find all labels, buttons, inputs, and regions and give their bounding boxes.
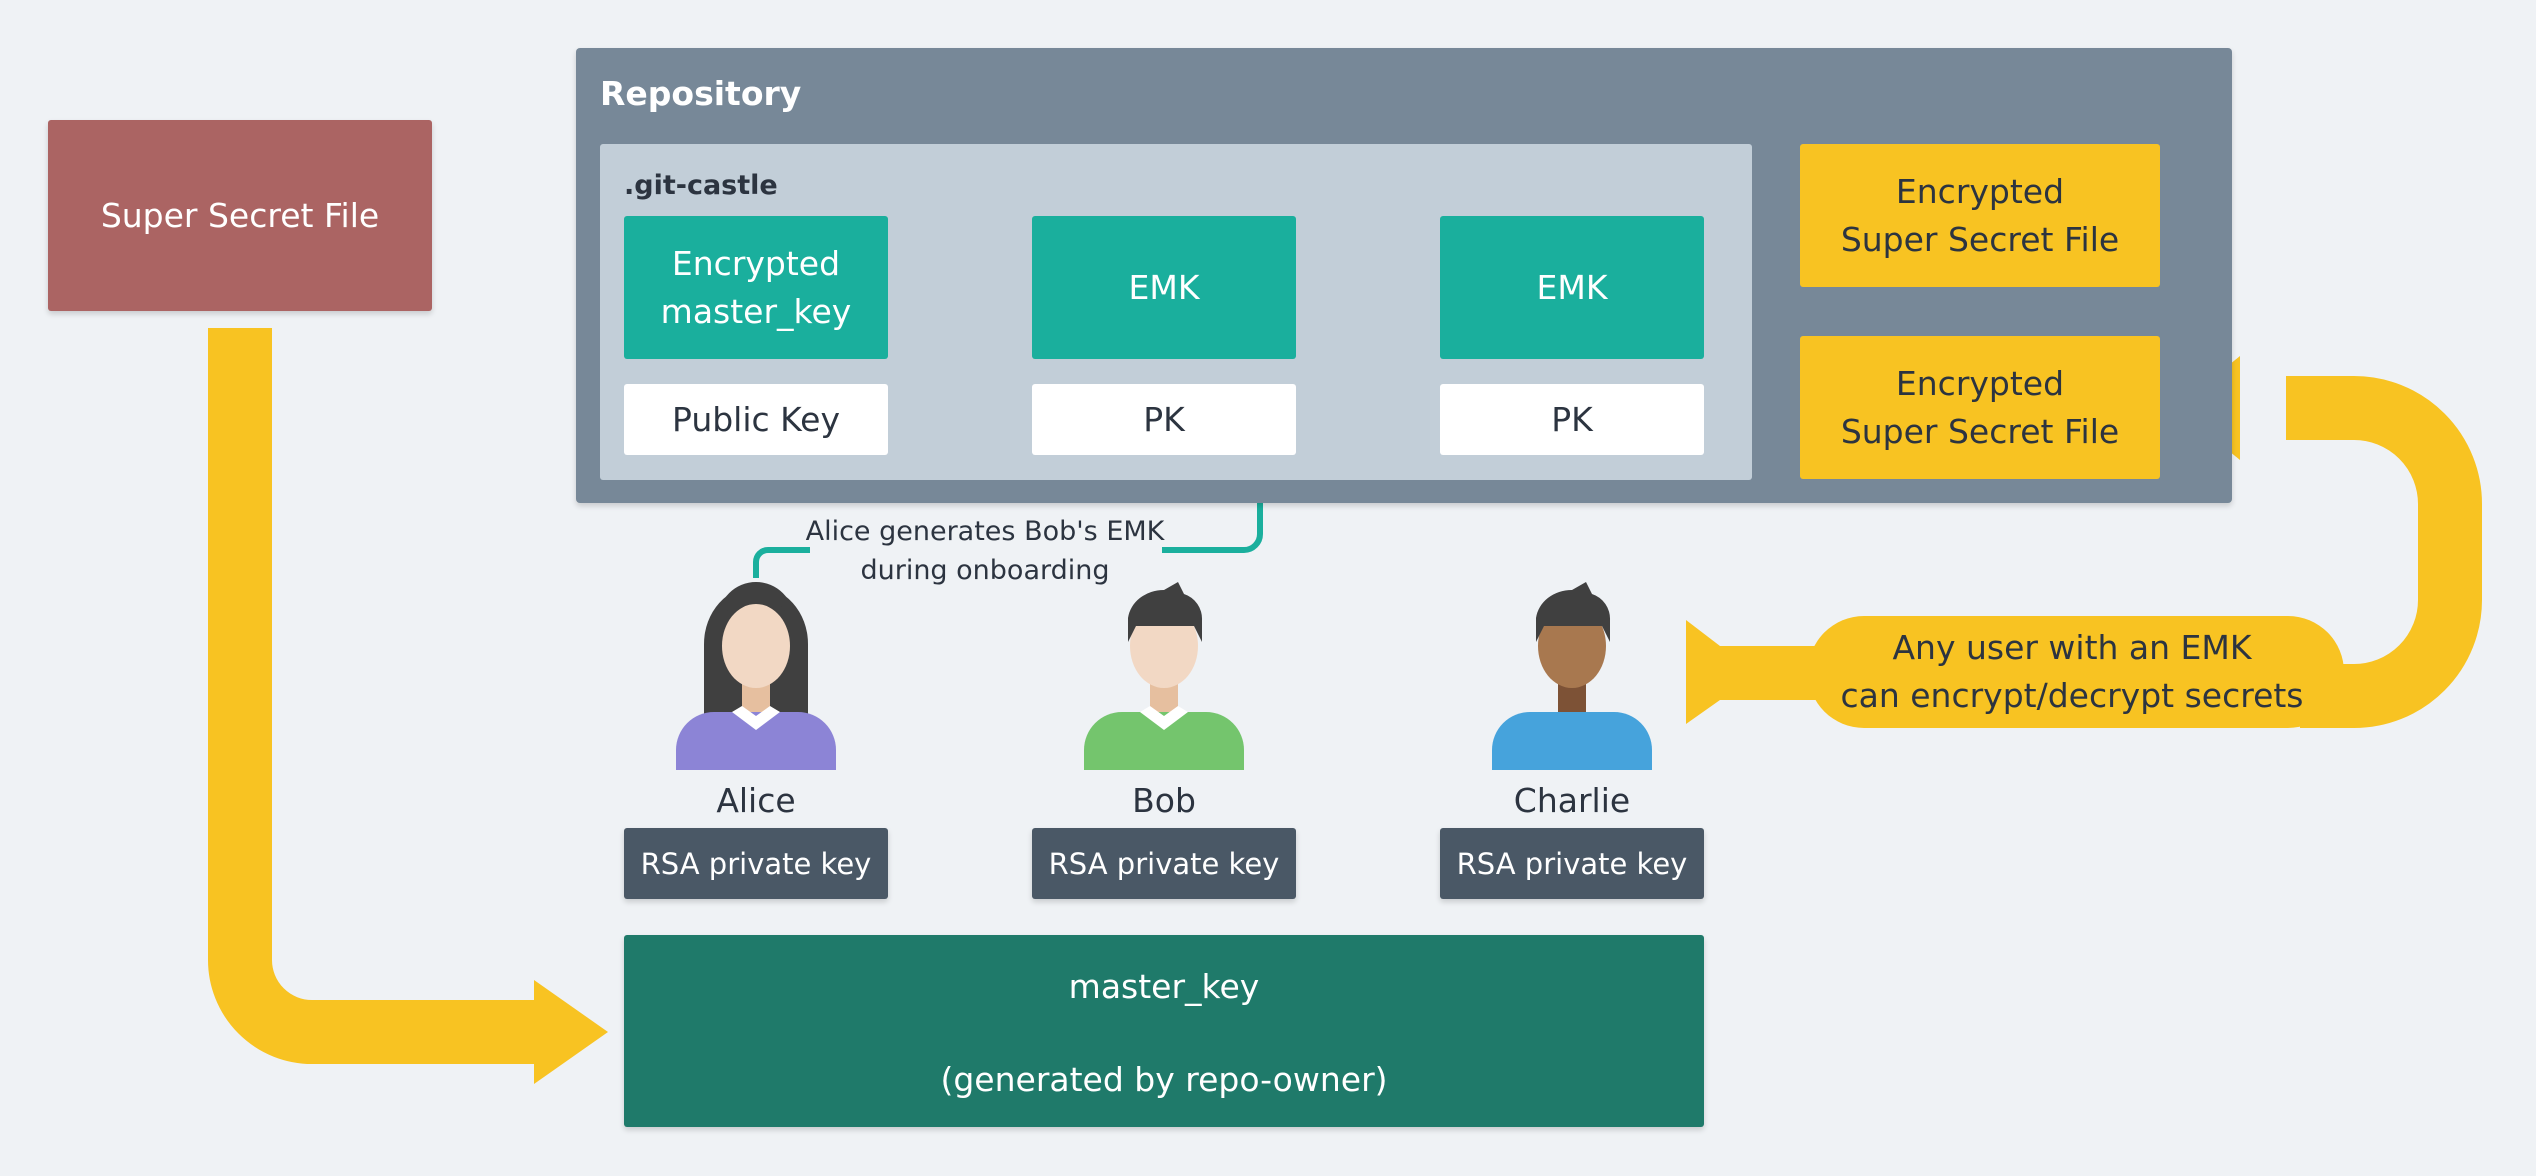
master-key-title: master_key — [1068, 967, 1260, 1006]
emk-charlie: EMK — [1440, 216, 1704, 359]
encrypted-super-secret-file: Encrypted Super Secret File — [1800, 336, 2160, 479]
rsa-private-key-alice: RSA private key — [624, 828, 888, 899]
rsa-private-key-charlie: RSA private key — [1440, 828, 1704, 899]
master-key-subtitle: (generated by repo-owner) — [940, 1060, 1388, 1099]
emk-bob: EMK — [1032, 216, 1296, 359]
any-user-annotation: Any user with an EMK can encrypt/decrypt… — [1840, 628, 2304, 715]
super-secret-to-master-key-arrow — [208, 328, 548, 1064]
encrypted-super-secret-file: Encrypted Super Secret File — [1800, 144, 2160, 287]
man-avatar-icon — [1084, 582, 1244, 770]
woman-avatar-icon — [676, 582, 836, 770]
encrypted-master-key: Encrypted master_key — [624, 216, 888, 359]
pk-charlie: PK — [1440, 384, 1704, 455]
user-name-charlie: Charlie — [1513, 780, 1631, 820]
git-castle-title: .git-castle — [624, 170, 778, 201]
pk-bob: PK — [1032, 384, 1296, 455]
super-secret-to-master-key-arrowhead — [534, 980, 608, 1084]
public-key: Public Key — [624, 384, 888, 455]
super-secret-file: Super Secret File — [48, 120, 432, 311]
repository-title: Repository — [600, 74, 802, 113]
user-name-alice: Alice — [716, 780, 796, 820]
man-avatar-icon — [1492, 582, 1652, 770]
user-name-bob: Bob — [1132, 780, 1196, 820]
onboarding-annotation: Alice generates Bob's EMK during onboard… — [805, 516, 1165, 587]
master-key: master_key (generated by repo-owner) — [624, 935, 1704, 1127]
rsa-private-key-bob: RSA private key — [1032, 828, 1296, 899]
